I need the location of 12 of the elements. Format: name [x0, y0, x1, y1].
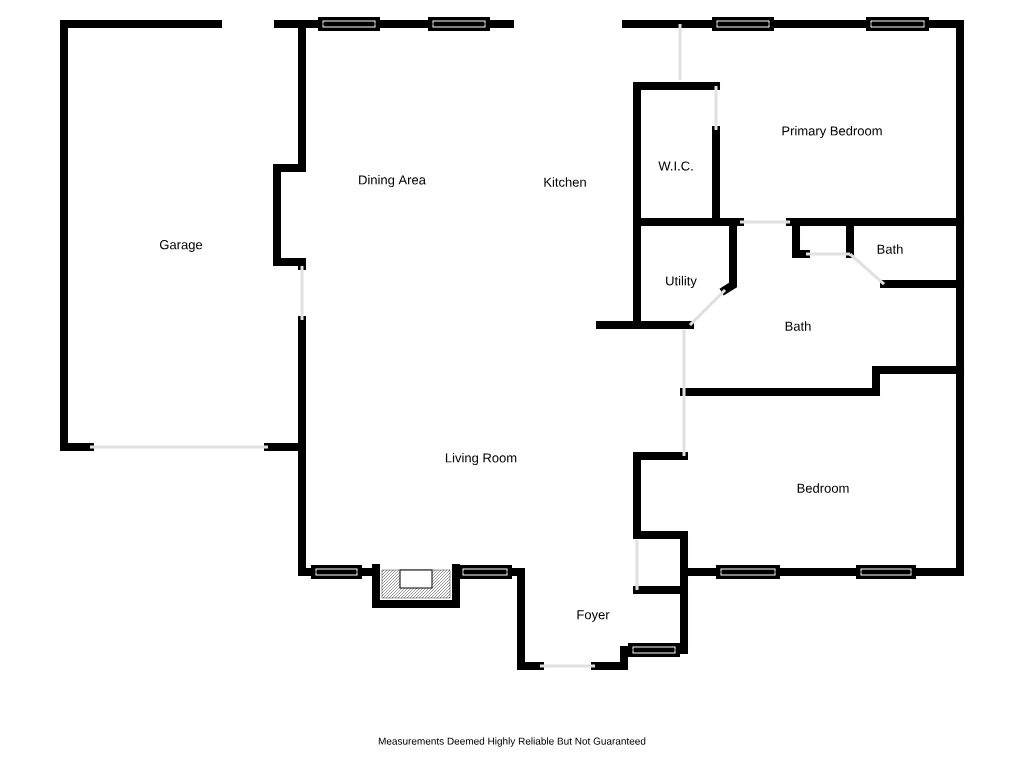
- room-label: Garage: [160, 240, 203, 252]
- room-label: W.I.C.: [658, 161, 693, 171]
- room-label: Kitchen: [544, 177, 586, 187]
- room-label: Utility: [666, 275, 697, 289]
- room-label: Foyer: [577, 610, 610, 622]
- room-label: Bedroom: [797, 483, 849, 493]
- room-label: Living Room: [445, 452, 517, 466]
- room-label: Bath: [785, 321, 811, 331]
- room-label: Bath: [877, 244, 903, 254]
- room-label: Dining Area: [359, 174, 426, 188]
- room-label: Primary Bedroom: [782, 125, 882, 139]
- footnote: Measurements Deemed Highly Reliable But Not Guaranteed: [378, 737, 646, 747]
